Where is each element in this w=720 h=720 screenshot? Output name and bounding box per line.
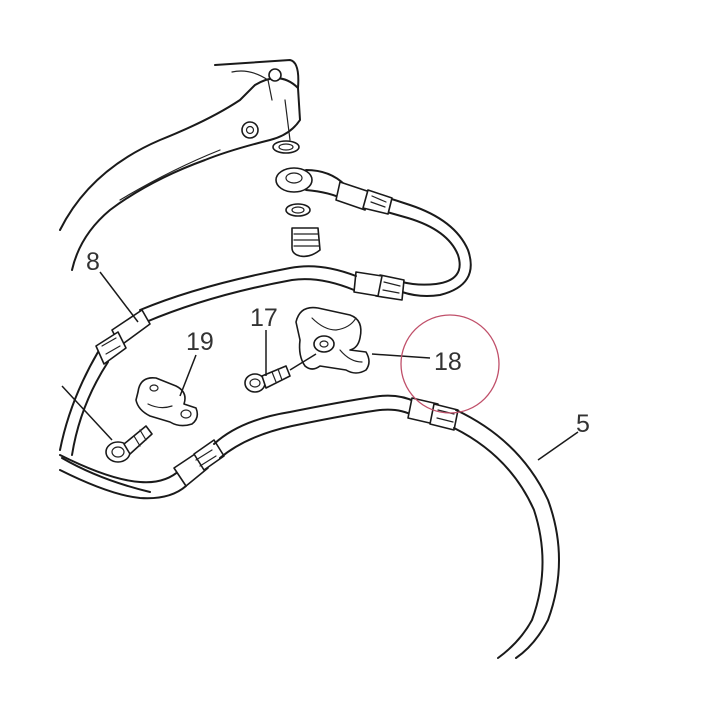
bolt-17 [244,353,317,393]
brake-hose-5 [59,394,560,659]
hose-clamp-19 [135,376,199,427]
hose-clamp-18 [295,306,370,374]
callout-label-8: 8 [86,248,100,276]
callout-label-17: 17 [250,304,278,332]
callout-label-19: 19 [186,328,214,356]
bolt-lower-left [61,385,153,463]
callout-leaders [99,271,579,461]
brake-hose-8 [59,181,472,493]
brake-lever-assembly [59,59,301,271]
callout-label-5: 5 [576,410,590,438]
highlight-circle [400,314,500,414]
banjo-bolt-stack [272,140,346,258]
callout-label-18: 18 [434,348,462,376]
